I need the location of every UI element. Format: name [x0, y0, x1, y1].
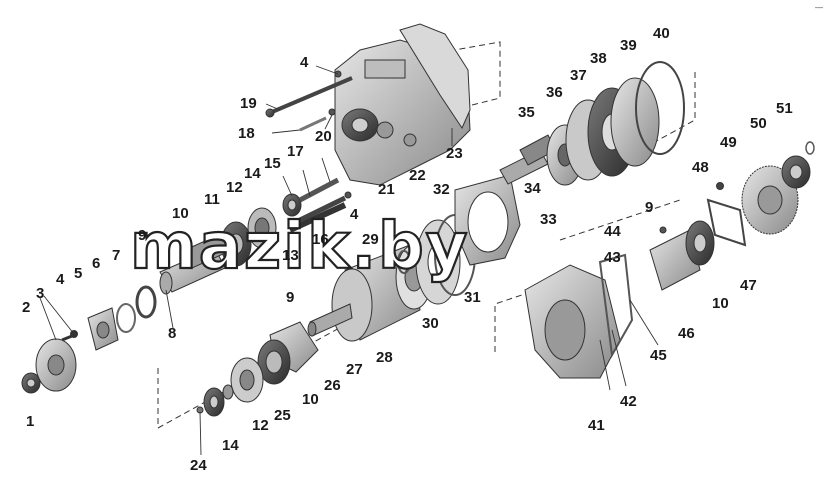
- callout-27: 27: [346, 361, 363, 378]
- main-housing-part: [334, 23, 471, 186]
- lower-bearing-gear-assembly: [196, 321, 319, 417]
- callout-5: 5: [74, 265, 82, 282]
- callout-47: 47: [740, 277, 757, 294]
- callout-2: 2: [22, 299, 30, 316]
- small-pins-part: [299, 70, 342, 132]
- callout-16: 16: [312, 231, 329, 248]
- callout-12: 12: [226, 179, 243, 196]
- callout-50: 50: [750, 115, 767, 132]
- callout-12: 12: [252, 417, 269, 434]
- callout-20: 20: [315, 128, 332, 145]
- callout-41: 41: [588, 417, 605, 434]
- callout-4: 4: [56, 271, 65, 288]
- callout-10: 10: [302, 391, 319, 408]
- callout-10: 10: [712, 295, 729, 312]
- callout-31: 31: [464, 289, 481, 306]
- callout-29: 29: [362, 231, 379, 248]
- callout-39: 39: [620, 37, 637, 54]
- callout-37: 37: [570, 67, 587, 84]
- callout-15: 15: [264, 155, 281, 172]
- callout-19: 19: [240, 95, 257, 112]
- callout-23: 23: [446, 145, 463, 162]
- brake-band-part: [454, 134, 557, 266]
- callout-21: 21: [378, 181, 395, 198]
- callout-22: 22: [409, 167, 426, 184]
- callout-45: 45: [650, 347, 667, 364]
- callout-28: 28: [376, 349, 393, 366]
- callout-labels: 1 2 3 4 4 4 5 6 7 8 9 9 9 10 10 10 11 12…: [22, 25, 793, 474]
- callout-17: 17: [287, 143, 304, 160]
- callout-9: 9: [138, 227, 146, 244]
- callout-30: 30: [422, 315, 439, 332]
- callout-43: 43: [604, 249, 621, 266]
- callout-24: 24: [190, 457, 207, 474]
- callout-42: 42: [620, 393, 637, 410]
- callout-25: 25: [274, 407, 291, 424]
- callout-51: 51: [776, 100, 793, 117]
- callout-35: 35: [518, 104, 535, 121]
- left-cover-assembly: [21, 285, 157, 394]
- callout-38: 38: [590, 50, 607, 67]
- corner-mark: —: [815, 3, 823, 12]
- watermark: mazik.by: [130, 210, 469, 284]
- callout-32: 32: [433, 181, 450, 198]
- callout-4: 4: [300, 54, 309, 71]
- callout-4: 4: [350, 206, 359, 223]
- callout-7: 7: [112, 247, 120, 264]
- callout-33: 33: [540, 211, 557, 228]
- callout-10: 10: [172, 205, 189, 222]
- callout-9: 9: [286, 289, 294, 306]
- callout-6: 6: [92, 255, 100, 272]
- clutch-pack-part: [546, 61, 685, 186]
- callout-3: 3: [36, 285, 44, 302]
- rear-housing-part: [524, 253, 634, 379]
- callout-11: 11: [204, 191, 220, 208]
- callout-18: 18: [238, 125, 255, 142]
- callout-14: 14: [244, 165, 261, 182]
- callout-14: 14: [222, 437, 239, 454]
- callout-48: 48: [692, 159, 709, 176]
- callout-44: 44: [604, 223, 621, 240]
- callout-34: 34: [524, 180, 541, 197]
- input-shaft-part: [159, 231, 233, 295]
- callout-46: 46: [678, 325, 695, 342]
- callout-9: 9: [645, 199, 653, 216]
- stud-bolts-part: [282, 177, 352, 233]
- callout-26: 26: [324, 377, 341, 394]
- leader-lines: [39, 65, 659, 456]
- callout-8: 8: [168, 325, 176, 342]
- friction-plates-part: [397, 214, 476, 305]
- drive-gear-part: [220, 207, 277, 267]
- callout-13: 13: [282, 247, 299, 264]
- long-bolt-part: [265, 76, 353, 118]
- callout-36: 36: [546, 84, 563, 101]
- callout-40: 40: [653, 25, 670, 42]
- output-gear-part: [741, 141, 815, 235]
- output-shaft-part: [649, 182, 747, 291]
- callout-1: 1: [26, 413, 34, 430]
- callout-49: 49: [720, 134, 737, 151]
